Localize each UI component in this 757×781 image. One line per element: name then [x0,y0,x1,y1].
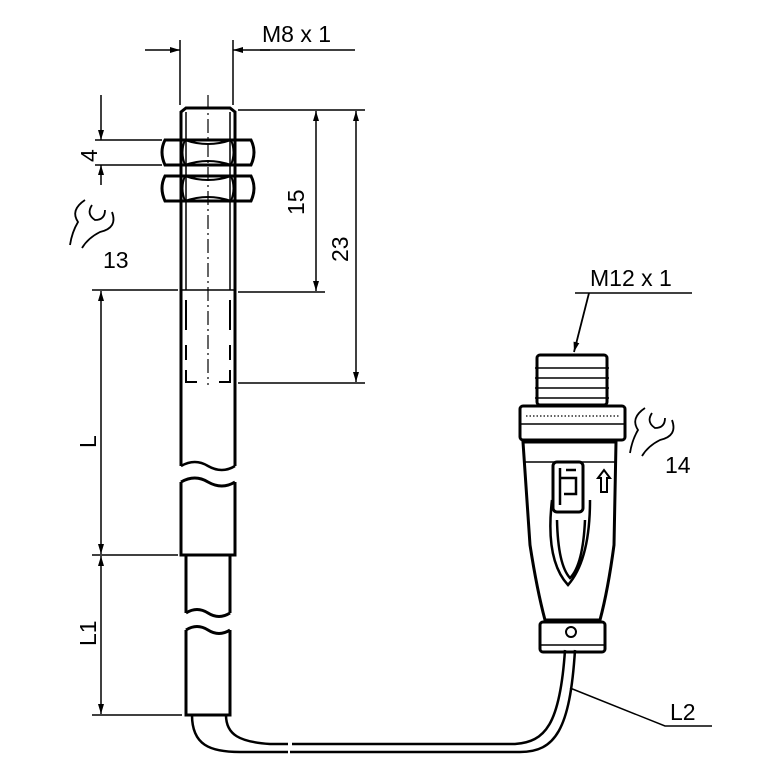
wrench-size-14: 14 [665,452,691,478]
hex-nut-upper [160,138,256,167]
wrench-icon [629,407,675,457]
wrench-size-13: 13 [103,247,129,273]
m12-connector [518,353,627,654]
length-l-label: L [75,435,101,448]
m12-leader: M12 x 1 [573,265,692,353]
dimension-l-l1: L L1 [75,289,182,716]
wrench-13: 13 [69,199,129,273]
l2-leader: L2 [569,687,712,727]
dimension-15-23: 15 23 [238,109,365,384]
brand-logo [551,460,585,514]
wrench-14: 14 [629,407,691,478]
cable-segments [179,476,577,754]
m12-thread-label: M12 x 1 [590,265,672,291]
cable-length-l2-label: L2 [670,699,696,725]
arrow-up-icon [596,468,612,493]
nut-height-label: 4 [76,149,102,162]
wrench-icon [69,199,115,249]
sensor-housing [179,95,237,472]
m8-thread-label: M8 x 1 [262,21,331,47]
dimension-4: 4 [76,95,162,185]
length-l1-label: L1 [75,620,101,646]
hex-nut-lower [160,174,256,203]
housing-length-label: 23 [327,236,353,262]
dimension-m8: M8 x 1 [145,21,355,105]
thread-length-label: 15 [283,189,309,215]
